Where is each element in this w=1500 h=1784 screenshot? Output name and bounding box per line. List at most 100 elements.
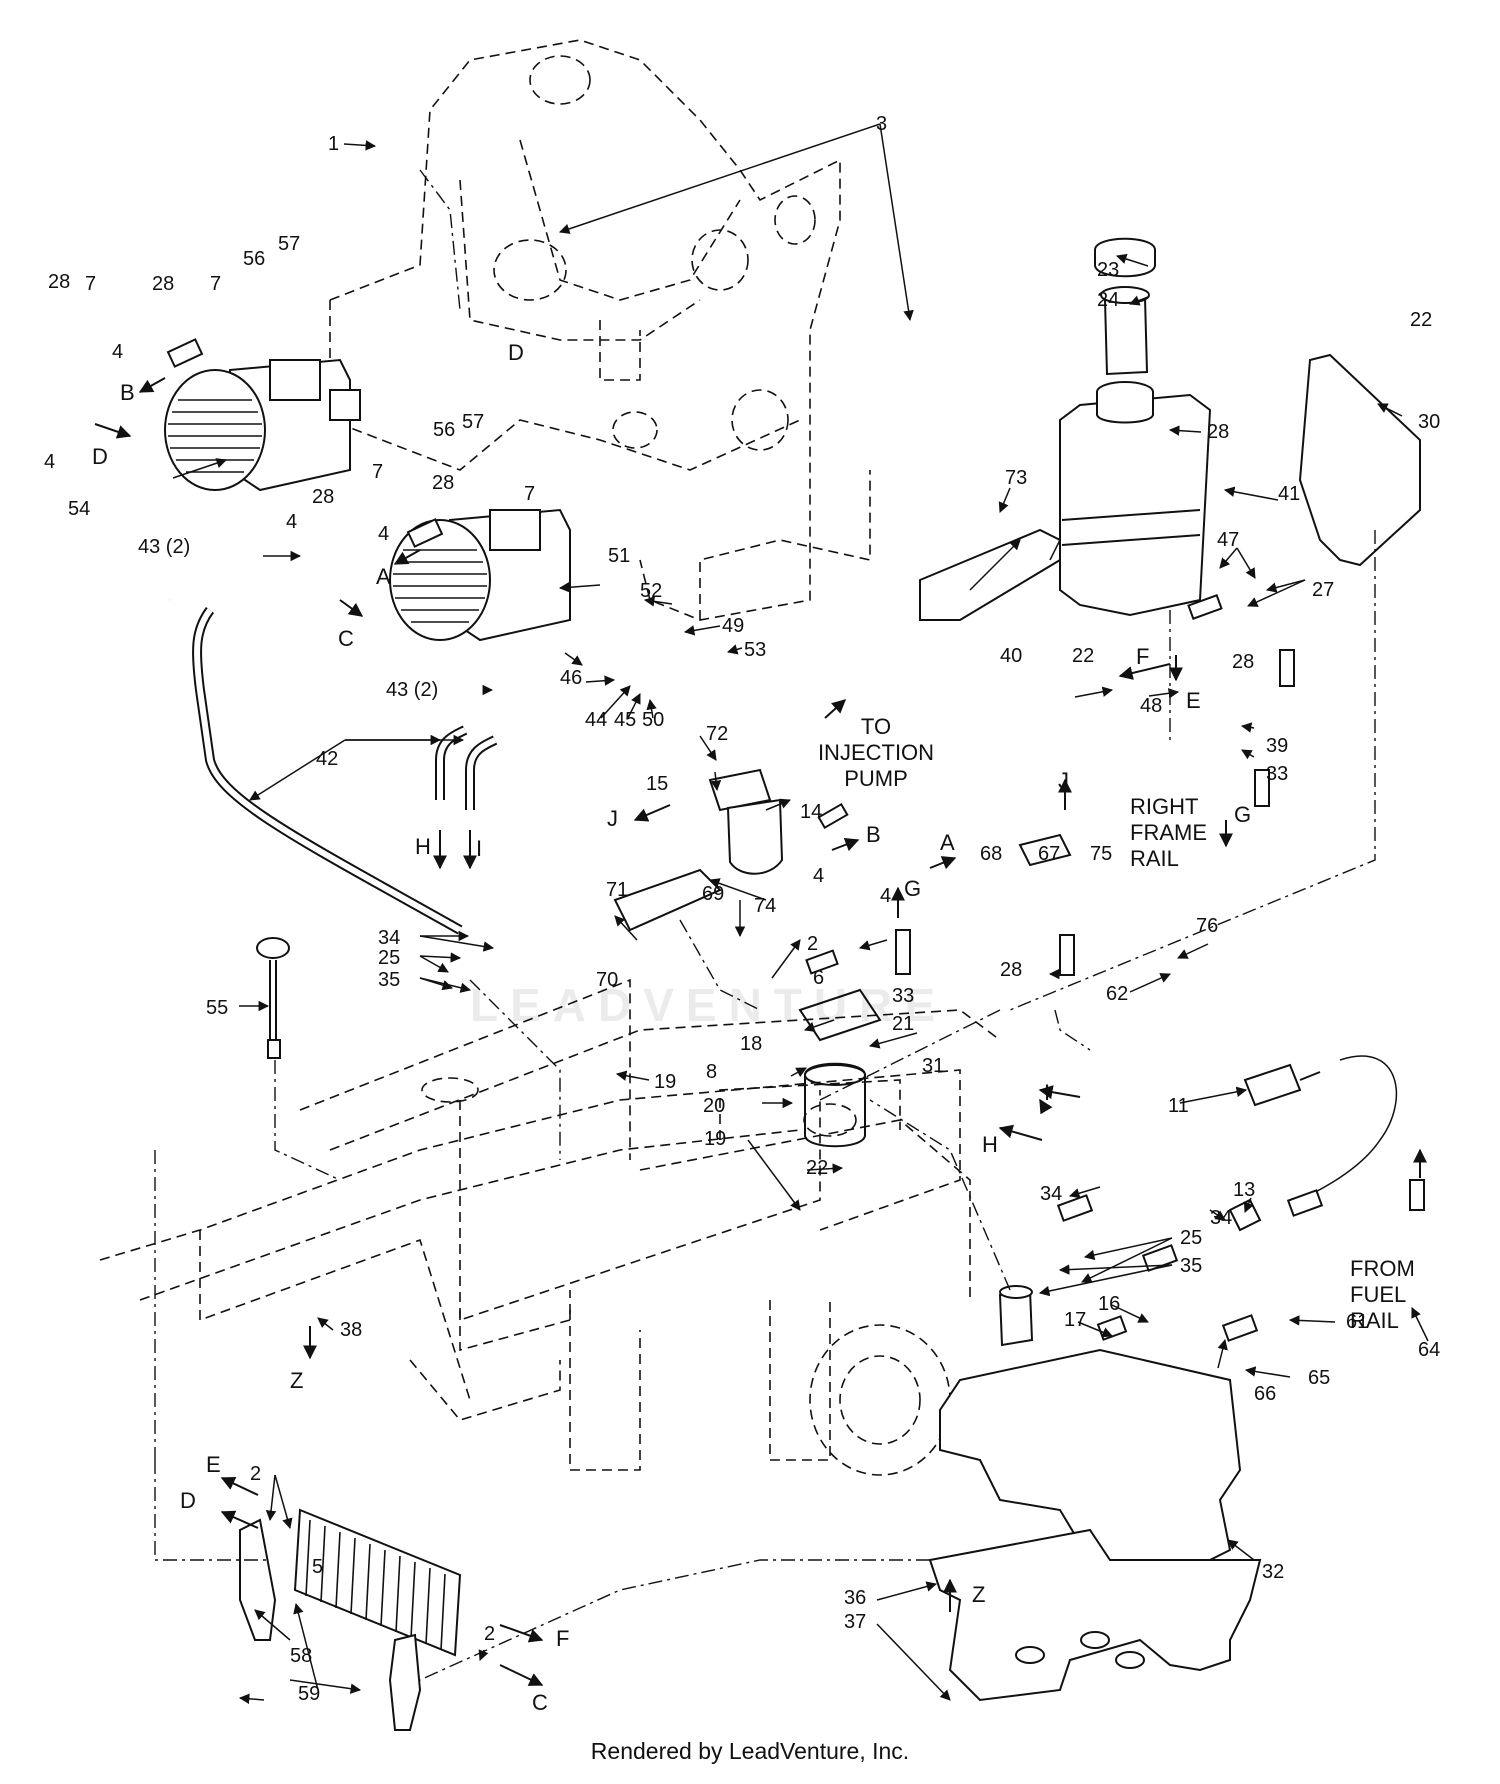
flow-letter-e-2: E bbox=[206, 1452, 221, 1477]
leader-lines bbox=[172, 123, 1429, 1705]
fuel-tank bbox=[939, 1285, 1242, 1561]
flow-letter-h-2: H bbox=[982, 1132, 998, 1157]
right-hydro-pump bbox=[389, 508, 571, 642]
callout-57-a: 57 bbox=[278, 233, 300, 255]
injection-pump-note-line-2: INJECTION bbox=[818, 740, 934, 765]
flow-letter-d-1: D bbox=[92, 444, 108, 469]
part-callouts: 1 3 28 7 28 7 56 57 4 4 54 56 57 7 28 7 … bbox=[44, 113, 1440, 1705]
callout-25-b: 25 bbox=[1180, 1227, 1202, 1249]
callout-46: 46 bbox=[560, 667, 582, 689]
skid-plate bbox=[928, 1528, 1262, 1702]
hydraulic-hoses bbox=[149, 597, 498, 935]
callout-64: 64 bbox=[1418, 1339, 1440, 1361]
callout-71: 71 bbox=[606, 879, 628, 901]
callout-34-b: 34 bbox=[1040, 1183, 1062, 1205]
flow-letter-e-1: E bbox=[1186, 688, 1201, 713]
callout-35-a: 35 bbox=[378, 969, 400, 991]
callout-31: 31 bbox=[922, 1055, 944, 1077]
callout-45: 45 bbox=[614, 709, 636, 731]
flow-letter-labels: B D D A C H I J B A G J F E G I H Z Z E … bbox=[92, 340, 1251, 1715]
flow-letter-g-1: G bbox=[904, 876, 921, 901]
callout-42: 42 bbox=[316, 748, 338, 770]
flow-arrows bbox=[94, 377, 1427, 1686]
callout-4-d: 4 bbox=[378, 523, 389, 545]
diagram-notes: TO INJECTION PUMP RIGHT FRAME RAIL FROM … bbox=[818, 714, 1415, 1333]
callout-3: 3 bbox=[876, 113, 887, 135]
callout-70: 70 bbox=[596, 969, 618, 991]
callout-59: 59 bbox=[298, 1683, 320, 1705]
callout-7-a: 7 bbox=[85, 273, 96, 295]
callout-39: 39 bbox=[1266, 735, 1288, 757]
callout-27: 27 bbox=[1312, 579, 1334, 601]
callout-68: 68 bbox=[980, 843, 1002, 865]
fuel-rail-note-line-1: FROM bbox=[1350, 1256, 1415, 1281]
callout-21: 21 bbox=[892, 1013, 914, 1035]
callout-2-c: 2 bbox=[484, 1623, 495, 1645]
callout-56-b: 56 bbox=[433, 419, 455, 441]
flow-letter-h-1: H bbox=[415, 834, 431, 859]
callout-15: 15 bbox=[646, 773, 668, 795]
main-chassis bbox=[99, 978, 1001, 1476]
oil-cooler bbox=[239, 1508, 462, 1731]
flow-letter-z-1: Z bbox=[290, 1368, 303, 1393]
footer-credit: Rendered by LeadVenture, Inc. bbox=[590, 1738, 910, 1764]
callout-47: 47 bbox=[1217, 529, 1239, 551]
flow-letter-i-1: I bbox=[476, 836, 482, 861]
callout-52: 52 bbox=[640, 580, 662, 602]
callout-28-d: 28 bbox=[312, 486, 334, 508]
callout-22-b: 22 bbox=[1410, 309, 1432, 331]
callout-4-a: 4 bbox=[112, 341, 123, 363]
fuel-rail-note-line-2: FUEL bbox=[1350, 1282, 1406, 1307]
callout-19-a: 19 bbox=[654, 1071, 676, 1093]
callout-76: 76 bbox=[1196, 915, 1218, 937]
callout-33-b: 33 bbox=[1266, 763, 1288, 785]
flow-letter-f-2: F bbox=[556, 1626, 569, 1651]
callout-4-c: 4 bbox=[286, 511, 297, 533]
dipstick bbox=[256, 937, 290, 1059]
callout-67: 67 bbox=[1038, 843, 1060, 865]
right-frame-rail-note-line-3: RAIL bbox=[1130, 846, 1179, 871]
callout-7-b: 7 bbox=[210, 273, 221, 295]
callout-16: 16 bbox=[1098, 1293, 1120, 1315]
callout-40: 40 bbox=[1000, 645, 1022, 667]
flow-letter-b-1: B bbox=[120, 380, 135, 405]
callout-22-c: 22 bbox=[1072, 645, 1094, 667]
flow-letter-z-2: Z bbox=[972, 1582, 985, 1607]
callout-1: 1 bbox=[328, 133, 339, 155]
callout-69: 69 bbox=[702, 883, 724, 905]
callout-44: 44 bbox=[585, 709, 607, 731]
callout-7-d: 7 bbox=[524, 483, 535, 505]
flow-letter-d-2: D bbox=[508, 340, 524, 365]
flow-letter-j-1: J bbox=[607, 806, 618, 831]
callout-41: 41 bbox=[1278, 483, 1300, 505]
left-hydro-pump bbox=[164, 358, 361, 492]
watermark: LEADVENTURE bbox=[470, 979, 948, 1031]
callout-28-b: 28 bbox=[152, 273, 174, 295]
right-frame-rail-note-line-2: FRAME bbox=[1130, 820, 1207, 845]
callout-56-a: 56 bbox=[243, 248, 265, 270]
callout-28-a: 28 bbox=[48, 271, 70, 293]
fuel-filter-assembly bbox=[613, 768, 784, 932]
injection-pump-note-line-3: PUMP bbox=[844, 766, 908, 791]
callout-49: 49 bbox=[722, 615, 744, 637]
callout-13: 13 bbox=[1233, 1179, 1255, 1201]
callout-33-a: 33 bbox=[892, 985, 914, 1007]
callout-28-c: 28 bbox=[432, 472, 454, 494]
callout-4-e: 4 bbox=[813, 865, 824, 887]
callout-51: 51 bbox=[608, 545, 630, 567]
callout-36: 36 bbox=[844, 1587, 866, 1609]
callout-14: 14 bbox=[800, 801, 822, 823]
callout-72: 72 bbox=[706, 723, 728, 745]
callout-19-b: 19 bbox=[704, 1128, 726, 1150]
callout-24: 24 bbox=[1097, 289, 1119, 311]
callout-32: 32 bbox=[1262, 1561, 1284, 1583]
callout-2-b: 2 bbox=[250, 1463, 261, 1485]
callout-62: 62 bbox=[1106, 983, 1128, 1005]
fuel-rail-note-line-3: RAIL bbox=[1350, 1308, 1399, 1333]
callout-20: 20 bbox=[703, 1095, 725, 1117]
callout-28-g: 28 bbox=[1000, 959, 1022, 981]
callout-5: 5 bbox=[312, 1556, 323, 1578]
callout-2-a: 2 bbox=[807, 933, 818, 955]
flow-letter-f-1: F bbox=[1136, 644, 1149, 669]
flow-letter-c-1: C bbox=[338, 626, 354, 651]
